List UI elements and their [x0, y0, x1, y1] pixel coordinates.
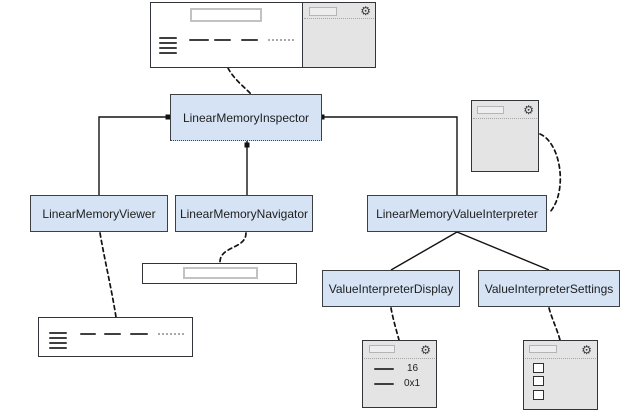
header-divider	[473, 118, 537, 119]
link-settings-mockup	[548, 307, 561, 341]
byte-dash	[80, 333, 96, 335]
node-linear-memory-viewer: LinearMemoryViewer	[30, 195, 168, 232]
node-label: LinearMemoryInspector	[182, 110, 310, 125]
gear-icon: ⚙	[523, 103, 534, 117]
value-row-line	[374, 368, 394, 370]
mockup-settings-panel: ⚙	[523, 340, 598, 410]
ascii-dotted-line	[158, 333, 184, 335]
byte-dash	[130, 333, 148, 335]
header-divider	[364, 358, 435, 359]
gear-icon: ⚙	[581, 343, 592, 357]
hamburger-line	[49, 342, 67, 344]
mini-input	[369, 345, 395, 353]
link-navigator-mockup	[219, 232, 247, 263]
mockup-memory-viewer-pane	[150, 2, 303, 68]
hamburger-line	[159, 37, 177, 39]
link-viewer-mockup	[99, 232, 117, 318]
link-display-mockup	[390, 307, 400, 341]
hamburger-line	[159, 52, 177, 54]
mini-input	[529, 345, 557, 353]
mockup-display-panel: ⚙ 16 0x1	[362, 340, 437, 408]
value-text: 0x1	[404, 378, 421, 389]
node-label: LinearMemoryNavigator	[179, 206, 309, 221]
address-input	[183, 267, 258, 279]
mockup-interpreter-sidebar: ⚙	[302, 2, 376, 68]
checkbox	[533, 363, 544, 373]
mockup-viewer-panel	[38, 317, 193, 357]
address-input	[190, 8, 262, 22]
value-row-line	[374, 383, 394, 385]
mini-input	[477, 106, 504, 114]
link-overview-mockup-inspector	[227, 67, 252, 95]
edge-interpreter-display	[390, 231, 458, 271]
header-divider	[304, 18, 374, 19]
node-linear-memory-inspector: LinearMemoryInspector	[170, 94, 322, 141]
mini-input	[309, 7, 337, 16]
byte-dash	[189, 39, 209, 41]
gear-icon: ⚙	[360, 4, 371, 18]
hamburger-line	[49, 347, 67, 349]
byte-dash	[214, 39, 231, 41]
node-label: LinearMemoryValueInterpreter	[376, 206, 538, 221]
header-divider	[525, 358, 596, 359]
mockup-navigator-bar	[142, 263, 297, 284]
mockup-interpreter-pane: ⚙	[471, 100, 539, 172]
checkbox	[533, 376, 544, 386]
byte-dash	[241, 39, 258, 41]
edge-interpreter-settings	[456, 231, 550, 271]
edge-inspector-interpreter	[322, 116, 458, 195]
node-label: ValueInterpreterSettings	[484, 281, 614, 296]
hamburger-line	[49, 337, 67, 339]
node-label: LinearMemoryViewer	[42, 206, 156, 221]
gear-icon: ⚙	[420, 343, 431, 357]
edge-inspector-viewer	[98, 116, 170, 195]
node-value-interpreter-display: ValueInterpreterDisplay	[322, 270, 460, 307]
ascii-dotted-line	[268, 39, 294, 41]
node-linear-memory-navigator: LinearMemoryNavigator	[175, 195, 313, 232]
edge-anchor-square	[244, 142, 250, 148]
hamburger-line	[49, 332, 67, 334]
node-value-interpreter-settings: ValueInterpreterSettings	[478, 270, 620, 307]
hamburger-line	[159, 42, 177, 44]
checkbox	[533, 390, 544, 400]
hamburger-line	[159, 47, 177, 49]
node-linear-memory-value-interpreter: LinearMemoryValueInterpreter	[367, 195, 547, 232]
byte-dash	[104, 333, 121, 335]
value-text: 16	[407, 363, 419, 374]
node-label: ValueInterpreterDisplay	[328, 281, 454, 296]
